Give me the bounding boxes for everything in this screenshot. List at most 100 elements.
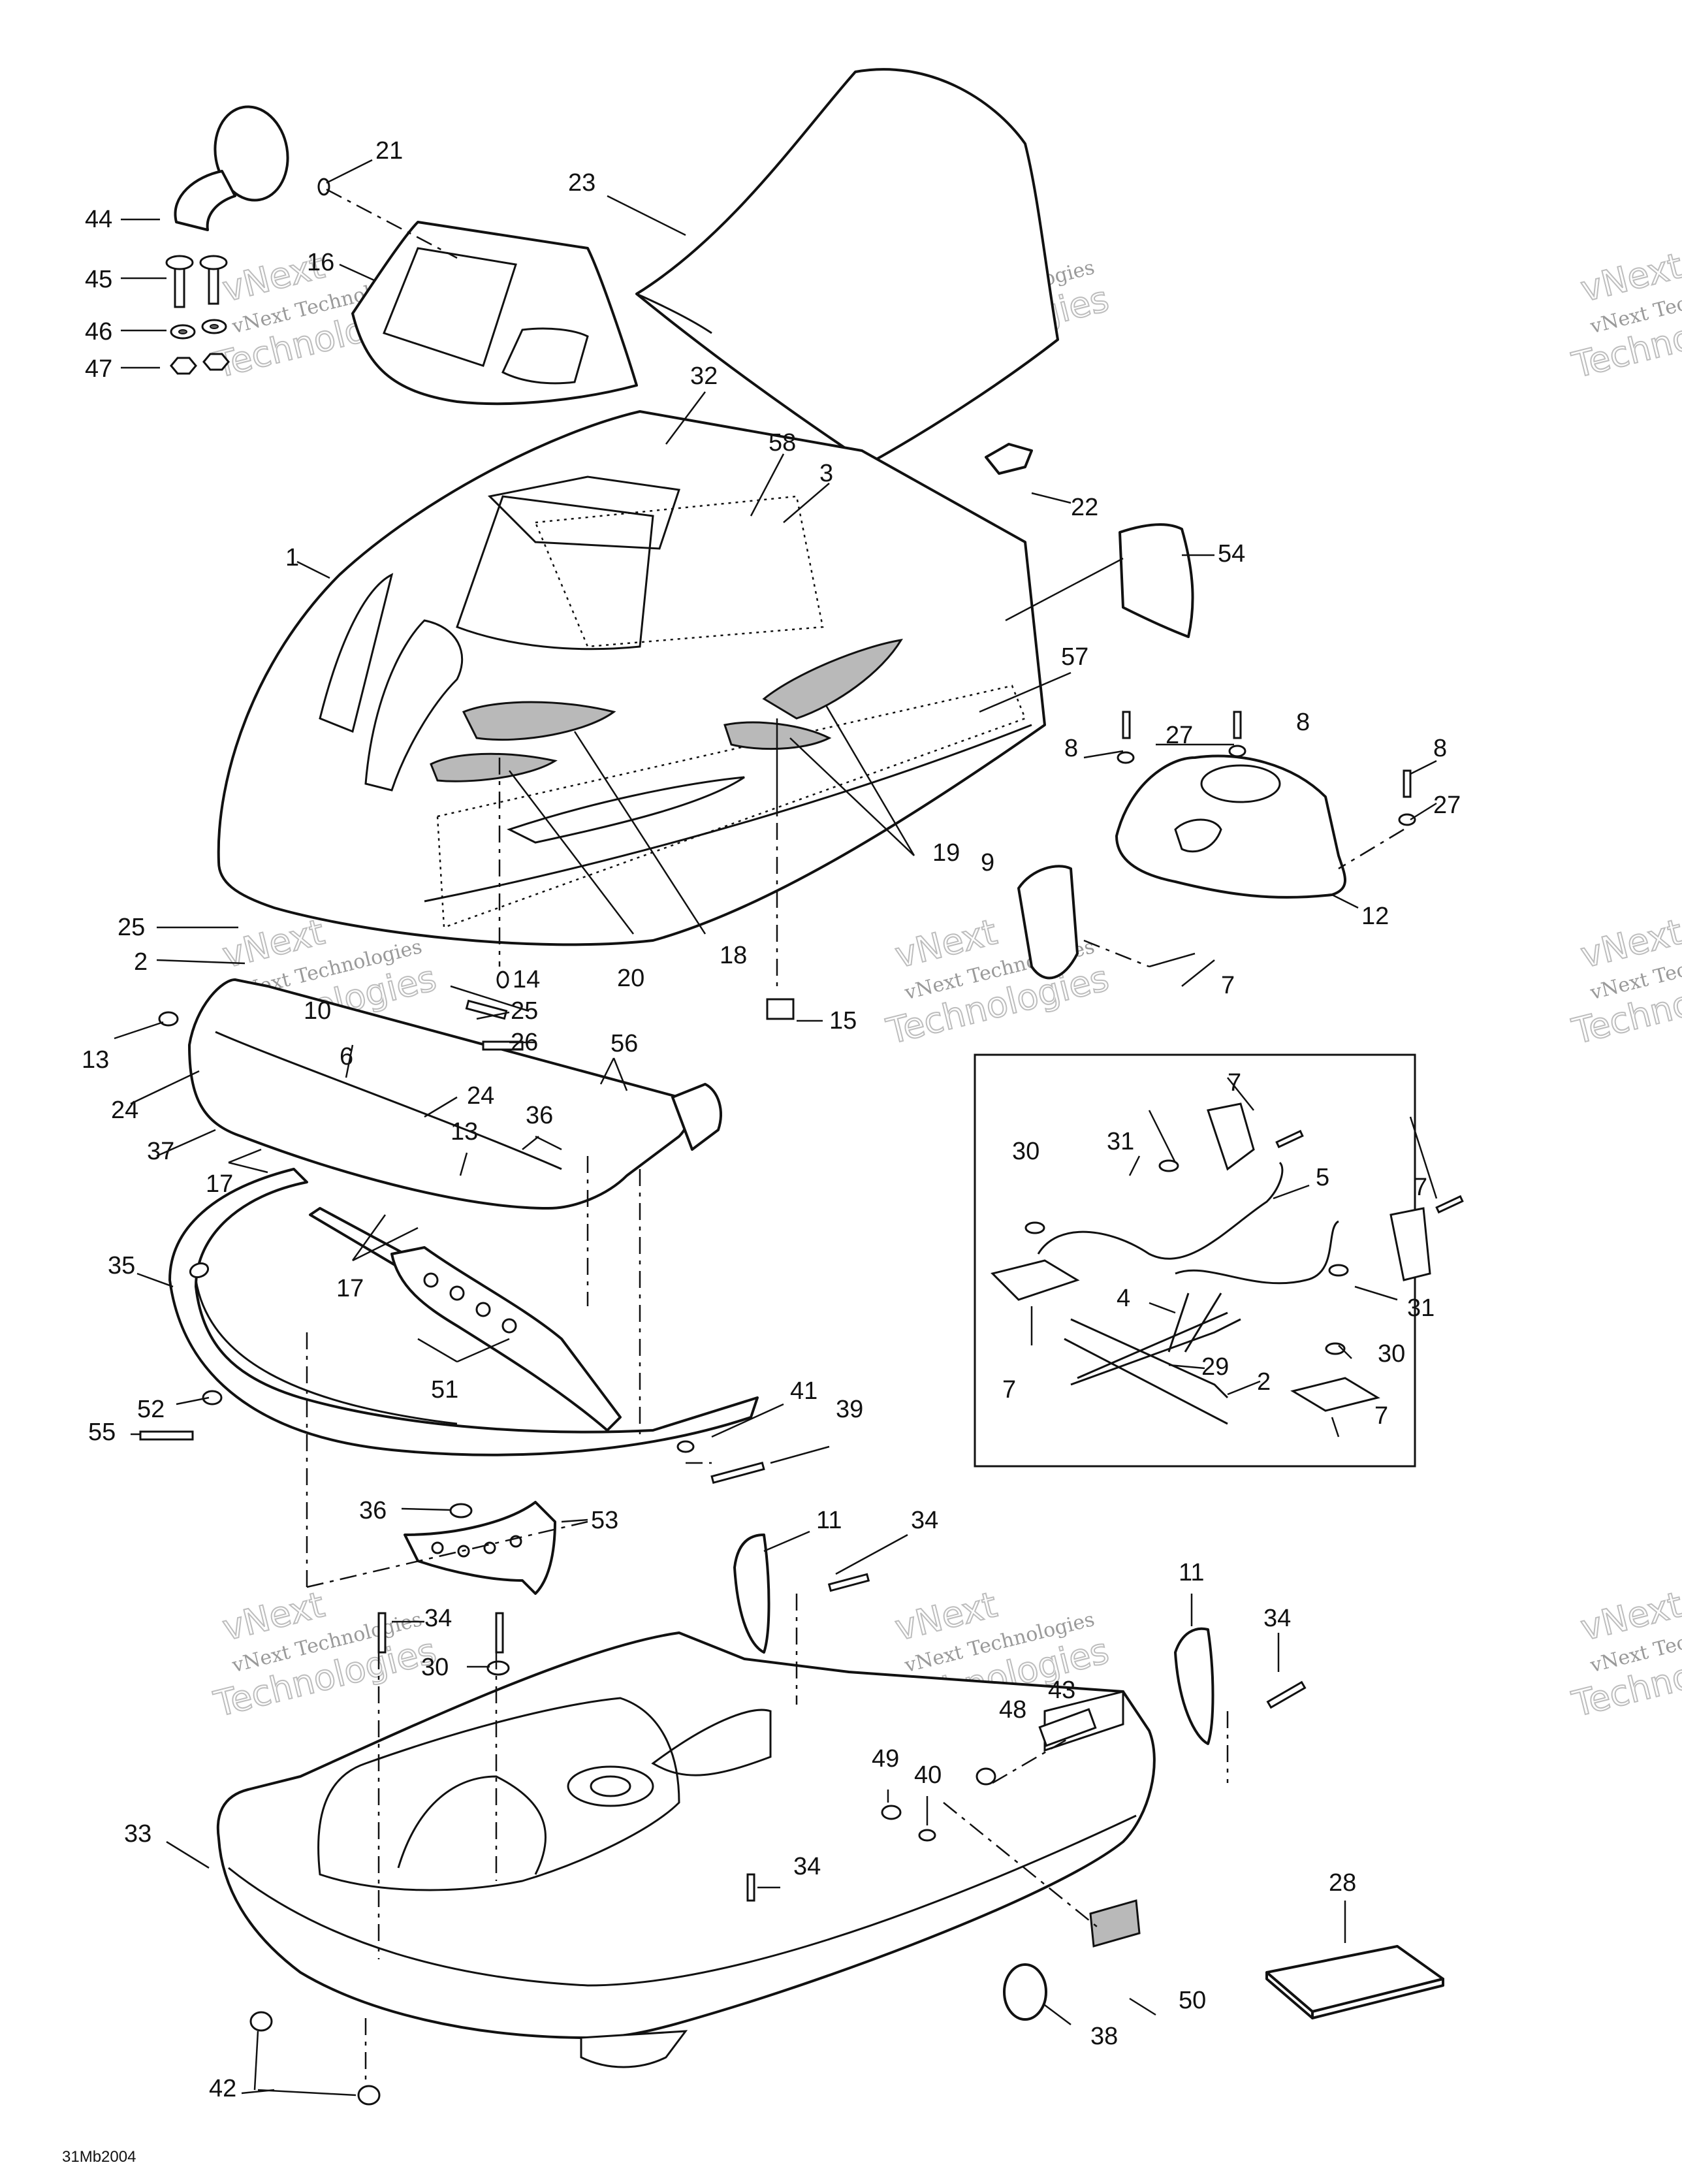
callout-7: 7 [1414,1174,1427,1201]
callout-51: 51 [431,1376,458,1404]
callout-4: 4 [1117,1285,1130,1312]
callout-44: 44 [85,206,112,233]
callout-7: 7 [1002,1376,1016,1404]
callout-29: 29 [1201,1353,1229,1381]
callout-33: 33 [124,1820,151,1848]
callout-13: 13 [82,1046,109,1074]
callout-1: 1 [285,544,299,571]
callout-7: 7 [1374,1402,1388,1430]
callout-34: 34 [1263,1605,1291,1632]
callout-9: 9 [981,849,994,876]
callout-54: 54 [1218,540,1245,568]
callout-8: 8 [1296,709,1310,736]
callout-56: 56 [611,1030,638,1057]
deflector-part [1119,523,1194,638]
callout-38: 38 [1090,2023,1118,2050]
callout-3: 3 [819,460,833,487]
support-part [168,1168,759,1456]
watermarks: vNext vNext Technologies Technologies vN… [209,231,1682,1726]
callout-49: 49 [872,1745,899,1773]
callout-7: 7 [1221,972,1235,999]
decal-part [1089,1899,1141,1948]
callout-8: 8 [1064,735,1078,762]
callout-53: 53 [591,1507,618,1534]
parts [114,68,1444,2106]
callout-42: 42 [209,2075,236,2102]
callout-11: 11 [1179,1559,1204,1586]
callout-31: 31 [1407,1294,1435,1322]
callout-48: 48 [999,1696,1026,1724]
callout-7: 7 [1228,1069,1241,1097]
callout-46: 46 [85,318,112,345]
callout-16: 16 [307,249,334,276]
callout-21: 21 [375,137,403,165]
callout-10: 10 [304,997,331,1025]
callout-13: 13 [451,1118,478,1146]
bottom-pan-part [216,1631,1156,2068]
cover-part [1115,754,1346,899]
plates-part [309,1207,622,1432]
callout-35: 35 [108,1252,135,1279]
callout-47: 47 [85,355,112,383]
callout-17: 17 [206,1170,233,1198]
callout-28: 28 [1329,1869,1356,1897]
fasteners [139,178,1416,2106]
callout-25: 25 [511,997,538,1025]
watermark: vNext vNext Technologies Technologies [1567,244,1682,387]
callout-27: 27 [1166,722,1193,749]
callout-26: 26 [511,1029,538,1056]
callout-32: 32 [690,362,718,390]
callout-5: 5 [1316,1164,1329,1191]
callout-43: 43 [1048,1677,1075,1704]
callout-2: 2 [1257,1368,1271,1396]
callout-27: 27 [1433,792,1461,819]
clip-part [985,443,1033,475]
bracket-part [1017,865,1079,980]
watermark: vNext vNext Technologies Technologies [1567,1583,1682,1726]
callout-52: 52 [137,1396,165,1423]
callout-31: 31 [1107,1128,1134,1155]
bracket-part [1174,1627,1214,1745]
windshield-part [635,68,1059,465]
callout-50: 50 [1179,1987,1206,2014]
callout-25: 25 [118,914,145,941]
callout-20: 20 [617,965,644,992]
callout-14: 14 [513,966,540,993]
callout-37: 37 [147,1138,174,1165]
callout-36: 36 [359,1497,387,1524]
callout-40: 40 [914,1761,942,1789]
callout-34: 34 [911,1507,938,1534]
callout-19: 19 [932,839,960,867]
callout-15: 15 [829,1007,857,1035]
callout-6: 6 [340,1043,353,1070]
callout-45: 45 [85,266,112,293]
callout-23: 23 [568,169,595,197]
bracket-part [733,1534,770,1654]
console-part [351,221,638,406]
inset-detail-box [974,1053,1464,1468]
callout-36: 36 [526,1102,553,1129]
watermark: vNext vNext Technologies Technologies [881,910,1113,1053]
callout-11: 11 [816,1507,842,1534]
callout-41: 41 [790,1377,817,1405]
callout-30: 30 [1012,1138,1039,1165]
callout-8: 8 [1433,735,1447,762]
mirror-part [174,105,289,231]
callout-30: 30 [421,1654,449,1681]
leader-lines [114,159,1437,2096]
callout-22: 22 [1071,494,1098,521]
callout-30: 30 [1378,1340,1405,1368]
callout-2: 2 [134,948,148,976]
callout-18: 18 [720,942,747,969]
mirror-hardware [165,255,230,375]
drawing-code: 31Mb2004 [62,2148,136,2166]
callout-34: 34 [424,1605,452,1632]
callout-12: 12 [1361,903,1389,930]
callout-34: 34 [793,1853,821,1880]
callout-55: 55 [88,1419,116,1446]
pad-part [1265,1945,1444,2019]
plug-part [1003,1963,1047,2021]
callout-57: 57 [1061,643,1088,671]
